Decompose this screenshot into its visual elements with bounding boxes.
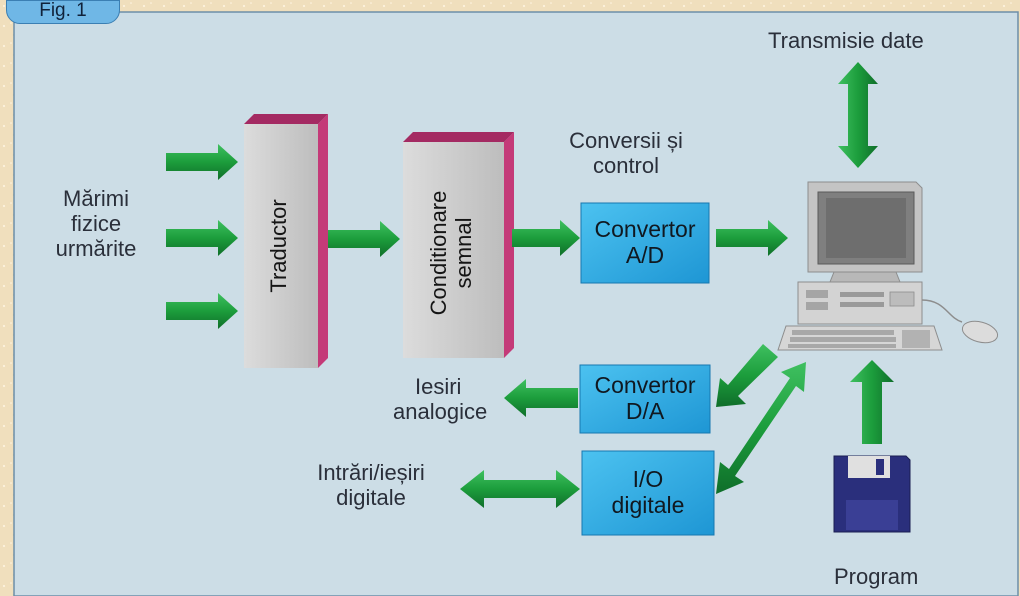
arrow-program-to-computer [850,360,894,444]
convertor-da-label-line1: Convertor [594,372,696,398]
keyboard-icon [777,325,943,351]
convertor-ad-box [580,202,710,284]
double-arrow-intrari-io [460,470,580,508]
conversii-label-line2: control [592,153,660,178]
arrow-conditionare-to-ad [512,220,580,256]
conditionare-label-line2: semnal [451,217,476,289]
input-label-line1: Mărimi [63,186,129,211]
intrari-label-line2: digitale [336,485,406,510]
conversii-label: Conversii și control [556,128,696,178]
input-label-line2: fizice [70,211,122,236]
convertor-da-box [579,364,711,434]
program-label: Program [834,564,919,589]
convertor-ad-label-line2: A/D [625,242,665,268]
input-arrow-1 [166,144,238,180]
intrari-label-line1: Intrări/ieșiri [317,460,425,485]
arrow-ad-to-computer [716,220,788,256]
mouse-icon [961,320,999,344]
transmisie-label: Transmisie date [768,28,924,53]
computer-icon [777,181,963,351]
floppy-disk-icon [833,455,911,533]
conditionare-label: Conditionare semnal [426,158,480,348]
conditionare-box [403,132,514,358]
io-digitale-label-line2: digitale [611,492,685,518]
double-arrow-io-computer [716,362,806,494]
input-label-line3: urmărite [55,236,137,261]
io-digitale-box [581,450,715,536]
convertor-da-label: Convertor D/A [580,372,710,424]
iesiri-label-line1: Iesiri [415,374,462,399]
conversii-label-line1: Conversii și [569,128,683,153]
convertor-ad-label: Convertor A/D [581,216,709,268]
traductor-box [244,114,328,368]
input-label: Mărimi fizice urmărite [36,186,156,261]
figure-tab: Fig. 1 [6,0,120,24]
convertor-ad-label-line1: Convertor [594,216,696,242]
arrow-da-to-iesiri [504,379,578,417]
input-arrow-3 [166,293,238,329]
iesiri-label: Iesiri analogice [393,374,523,424]
arrow-traductor-to-conditionare [328,221,400,257]
iesiri-label-line2: analogice [393,399,488,424]
input-arrow-2 [166,220,238,256]
traductor-label: Traductor [266,199,291,293]
arrow-computer-to-da [716,344,778,407]
convertor-da-label-line2: D/A [625,398,665,424]
io-digitale-label: I/O digitale [582,466,714,518]
io-digitale-label-line1: I/O [632,466,664,492]
transmisie-double-arrow [838,62,878,168]
intrari-label: Intrări/ieșiri digitale [296,460,446,510]
conditionare-label-line1: Conditionare [426,190,451,316]
